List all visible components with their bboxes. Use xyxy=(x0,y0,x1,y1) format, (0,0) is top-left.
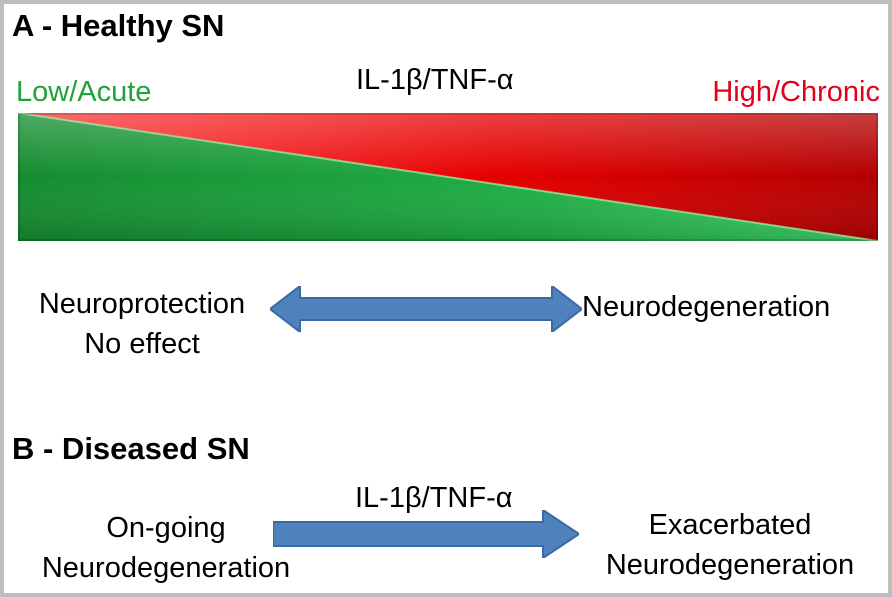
ongoing-neurodegeneration-text: Neurodegeneration xyxy=(41,552,291,584)
neuroprotection-text: Neuroprotection xyxy=(38,288,246,320)
ongoing-state: On-going Neurodegeneration xyxy=(8,508,324,588)
ongoing-text: On-going xyxy=(106,512,226,544)
panel-a-title: A - Healthy SN xyxy=(12,8,225,43)
double-arrow xyxy=(270,286,582,332)
right-arrow xyxy=(273,510,579,558)
no-effect-text: No effect xyxy=(84,328,200,360)
high-chronic-label: High/Chronic xyxy=(712,76,880,108)
exacerbated-text: Exacerbated xyxy=(648,509,812,541)
gradient-bar xyxy=(18,113,878,241)
neuroprotection-outcome: Neuroprotection No effect xyxy=(16,284,268,364)
cytokine-label-a: IL-1β/TNF-α xyxy=(356,64,514,96)
panel-b-title: B - Diseased SN xyxy=(12,431,250,466)
low-acute-label: Low/Acute xyxy=(16,76,152,108)
exacerbated-neurodegeneration-text: Neurodegeneration xyxy=(605,549,855,581)
exacerbated-state: Exacerbated Neurodegeneration xyxy=(580,505,880,585)
cytokine-label-b: IL-1β/TNF-α xyxy=(355,482,513,514)
neurodegeneration-outcome: Neurodegeneration xyxy=(582,291,831,323)
